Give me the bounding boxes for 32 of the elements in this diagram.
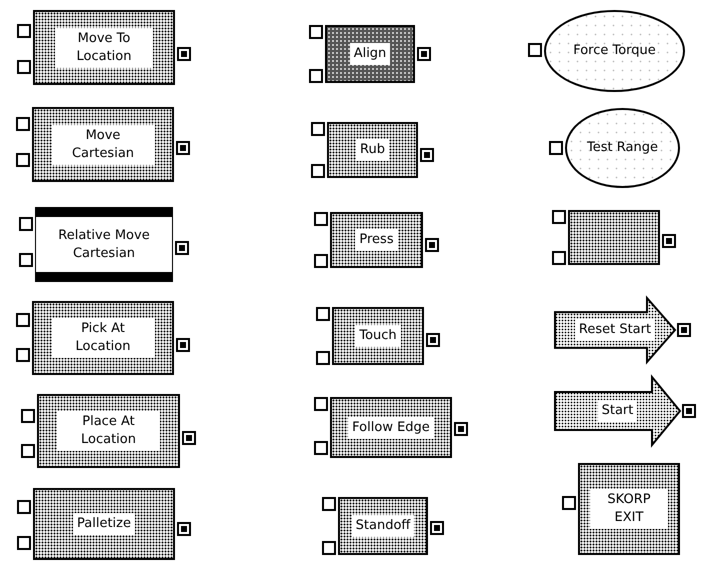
function-block xyxy=(338,497,428,555)
block-label: Start xyxy=(598,400,638,422)
block-label: Align xyxy=(350,43,390,65)
block-label: Follow Edge xyxy=(348,416,434,438)
function-block xyxy=(33,10,175,85)
block-label: Force Torque xyxy=(572,42,657,60)
function-block xyxy=(33,488,175,560)
function-block xyxy=(32,107,174,182)
block-label: Move To Location xyxy=(55,28,153,68)
function-block xyxy=(37,394,180,468)
arrow-block xyxy=(555,377,680,445)
function-block xyxy=(578,463,680,555)
block-label: Touch xyxy=(355,325,401,347)
block-label: Place At Location xyxy=(57,411,160,451)
block-label: Move Cartesian xyxy=(52,124,154,164)
function-block xyxy=(32,301,174,375)
block-label: SKORP EXIT xyxy=(590,489,668,529)
function-block xyxy=(327,122,418,178)
block-label: Pick At Location xyxy=(52,318,154,358)
function-block xyxy=(325,25,415,83)
block-label: Reset Start xyxy=(574,319,656,341)
arrow-block xyxy=(555,298,675,362)
function-block xyxy=(568,210,660,265)
block-label: Press xyxy=(355,229,398,251)
function-block xyxy=(330,212,423,268)
function-block xyxy=(332,307,424,365)
block-label: Test Range xyxy=(586,139,659,157)
block-label: Rub xyxy=(356,139,389,161)
block-label: Standoff xyxy=(352,515,414,537)
block-label: Palletize xyxy=(73,513,135,535)
function-block xyxy=(35,207,173,282)
function-block xyxy=(330,397,452,458)
